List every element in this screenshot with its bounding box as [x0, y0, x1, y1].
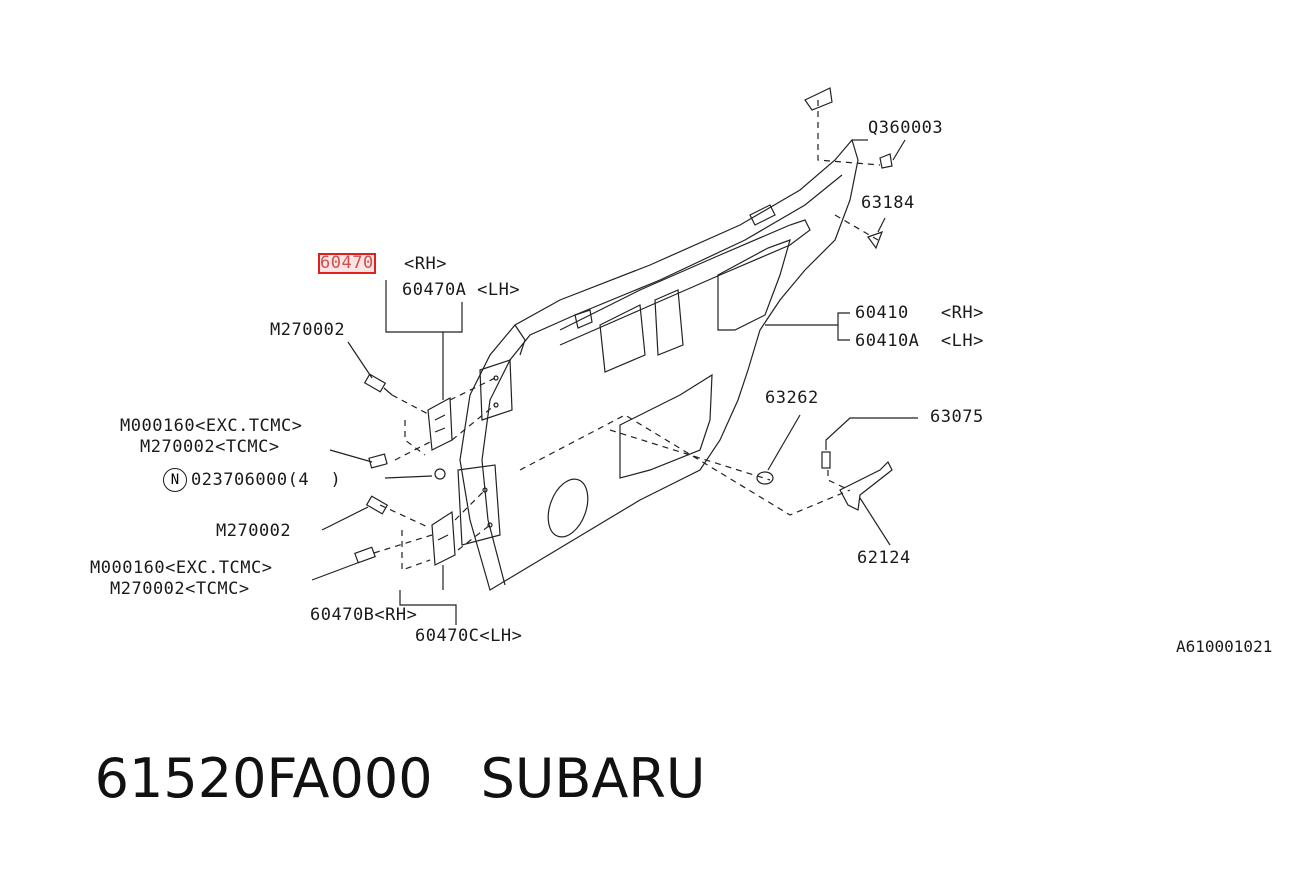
label-m000160-exc-tcmc-2: M000160<EXC.TCMC>: [90, 558, 273, 578]
bolt-m000160-bottom: [354, 546, 376, 564]
label-q360003: Q360003: [868, 118, 944, 138]
upper-hinge: [427, 397, 453, 451]
panel-opening-1: [599, 304, 646, 373]
speaker-hole: [547, 478, 589, 538]
screw-q360003: [879, 153, 893, 169]
upper-hinge-plate: [479, 359, 513, 421]
lower-hinge: [431, 510, 456, 566]
window-channel: [559, 219, 811, 346]
label-m270002-top: M270002: [270, 320, 346, 340]
lower-hinge-plate: [457, 464, 501, 546]
label-63075: 63075: [930, 407, 984, 427]
label-60470b-rh: 60470B<RH>: [310, 605, 418, 625]
label-m270002-tcmc-1: M270002<TCMC>: [140, 437, 280, 457]
clip-63184: [867, 231, 884, 250]
footer-title: 61520FA000 SUBARU: [26, 684, 706, 873]
label-60470-highlighted[interactable]: 60470: [318, 253, 376, 274]
parts-diagram: Q360003 63184 60470 <RH> 60470A <LH> M27…: [90, 87, 1273, 810]
label-m000160-exc-tcmc-1: M000160<EXC.TCMC>: [120, 416, 303, 436]
check-link-62124: [839, 460, 893, 511]
label-60410-rh: 60410 <RH>: [855, 303, 984, 323]
bolt-m270002-mid: [365, 495, 389, 515]
leader-lines: [311, 139, 868, 625]
brand-name: SUBARU: [480, 747, 706, 810]
pin-63075: [821, 451, 831, 469]
panel-opening-3: [717, 239, 791, 331]
bolt-m270002-top: [363, 373, 393, 396]
door-assembly-drawing: [311, 87, 918, 625]
panel-opening-4: [619, 373, 713, 479]
label-62124: 62124: [857, 548, 911, 568]
label-60470c-lh: 60470C<LH>: [415, 626, 523, 646]
n-symbol: N: [163, 468, 187, 492]
diagram-code: A610001021: [1176, 637, 1273, 656]
label-m270002-mid: M270002: [216, 521, 292, 541]
nut-023706000: [434, 468, 446, 480]
label-63184: 63184: [861, 193, 915, 213]
label-63262: 63262: [765, 388, 819, 408]
panel-opening-2: [654, 289, 684, 356]
plug-63262: [756, 471, 774, 485]
door-inner-edge: [481, 174, 843, 586]
label-60410a-lh: 60410A <LH>: [855, 331, 984, 351]
label-60470a-lh: 60470A <LH>: [402, 280, 521, 300]
label-023706000: 023706000(4 ): [191, 470, 342, 490]
label-rh: <RH>: [404, 254, 447, 274]
bolt-m000160-top: [368, 453, 388, 469]
top-bracket: [804, 87, 833, 111]
part-number: 61520FA000: [94, 747, 433, 810]
door-panel-outline: [459, 138, 859, 591]
label-m270002-tcmc-2: M270002<TCMC>: [110, 579, 250, 599]
